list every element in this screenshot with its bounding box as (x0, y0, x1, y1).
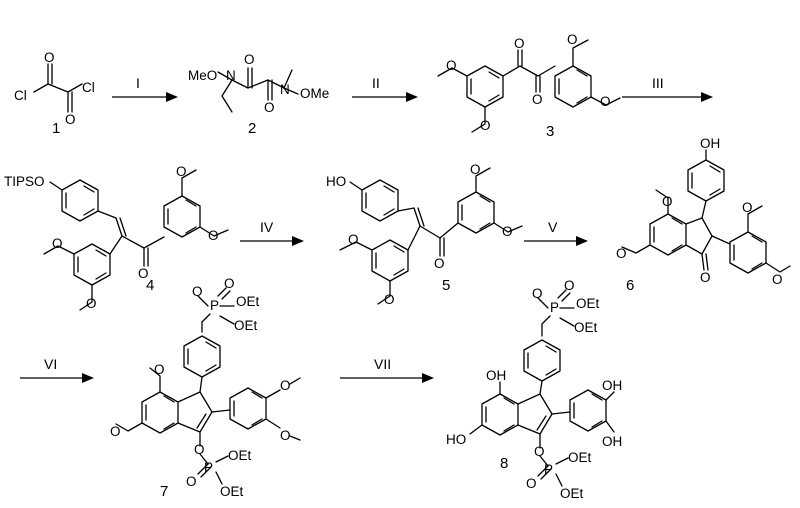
compound-1-label: 1 (52, 120, 60, 137)
atom-o-bottom: O (65, 112, 76, 127)
atom-oh-8b: OH (602, 378, 622, 393)
atom-o-7b: O (194, 442, 205, 457)
atom-o-3e: O (567, 32, 578, 47)
step-label-3: III (652, 75, 664, 91)
atom-o-7d: O (154, 362, 165, 377)
compound-8-structure: O P O OEt OEt O P O OEt OEt OH HO OH OH (446, 278, 622, 501)
reaction-arrow-7-head (422, 373, 434, 383)
atom-oet-7c: OEt (228, 448, 252, 463)
reaction-arrow-3-head (701, 92, 713, 102)
atom-oet-8a: OEt (576, 296, 600, 311)
atom-meo: MeO (188, 68, 217, 83)
atom-o-4b: O (52, 236, 63, 251)
atom-p-8b: P (544, 462, 553, 477)
step-label-7: VII (374, 356, 391, 372)
atom-o-4a: O (138, 266, 149, 281)
atom-o-6a: O (700, 270, 711, 285)
atom-n-right: N (280, 82, 290, 97)
step-label-1: I (136, 75, 140, 91)
compound-4-structure: TIPSO O O O O O (4, 164, 229, 311)
compound-5-structure: HO O O O O O (326, 162, 523, 307)
atom-cl-right: Cl (82, 80, 95, 95)
reaction-arrow-5-head (576, 236, 588, 246)
compound-1-structure: Cl Cl O O (14, 50, 95, 127)
atom-o-3d: O (480, 118, 491, 133)
atom-o-7-ester: O (192, 284, 203, 299)
atom-o-top: O (44, 50, 55, 65)
atom-o-5a: O (434, 256, 445, 271)
atom-oet-8c: OEt (568, 450, 592, 465)
reaction-arrow-1-head (166, 92, 178, 102)
compound-7-label: 7 (160, 483, 168, 500)
compound-6-structure: OH O O O O O (616, 136, 791, 287)
atom-o-5d: O (470, 162, 481, 177)
atom-o-6e: O (772, 272, 783, 287)
atom-oh-8a: OH (486, 368, 506, 383)
atom-oet-7d: OEt (220, 484, 244, 499)
compound-5-label: 5 (442, 277, 450, 294)
atom-o-4e: O (208, 228, 219, 243)
compound-2-structure: MeO N O O N OMe (188, 52, 329, 115)
atom-o-6c: O (616, 246, 627, 261)
step-label-4: IV (260, 219, 274, 235)
compound-3-structure: O O O O O O (437, 32, 621, 133)
atom-p-7b: P (204, 460, 213, 475)
atom-oet-7a: OEt (236, 294, 260, 309)
atom-o-3b: O (532, 92, 543, 107)
atom-o-4d: O (176, 164, 187, 179)
compound-8-label: 8 (500, 455, 508, 472)
atom-o-7a: O (224, 276, 235, 291)
atom-ome: OMe (300, 86, 329, 101)
atom-o-3c: O (446, 58, 457, 73)
atom-o-8-ester: O (532, 286, 543, 301)
atom-cl-left: Cl (14, 88, 27, 103)
atom-oet-8b: OEt (574, 320, 598, 335)
atom-o-4c: O (86, 296, 97, 311)
atom-oh-6: OH (700, 136, 720, 151)
compound-4-label: 4 (146, 277, 154, 294)
reaction-arrow-2-head (406, 92, 418, 102)
step-label-5: V (548, 219, 558, 235)
atom-o-6d: O (742, 200, 753, 215)
atom-p-7a: P (210, 298, 219, 313)
atom-o-7e: O (110, 424, 121, 439)
atom-o-5e: O (502, 224, 513, 239)
atom-o-7f: O (280, 378, 291, 393)
atom-ho-8: HO (446, 432, 466, 447)
reaction-arrow-4-head (292, 236, 304, 246)
atom-ho-5: HO (326, 174, 346, 189)
compound-2-label: 2 (248, 120, 256, 137)
atom-o-6b: O (662, 194, 673, 209)
atom-o-3f: O (600, 94, 611, 109)
atom-oh-8c: OH (602, 434, 622, 449)
atom-o-5b: O (348, 232, 359, 247)
step-label-6: VI (44, 356, 57, 372)
step-label-2: II (372, 75, 380, 91)
atom-o-7g: O (280, 428, 291, 443)
compound-7-structure: O P O OEt OEt O P O OEt OEt O O O O (110, 276, 301, 499)
atom-o-8c: O (526, 476, 537, 491)
atom-o-8b: O (534, 444, 545, 459)
atom-o-3a: O (514, 36, 525, 51)
atom-n-left: N (226, 68, 236, 83)
atom-o-2a: O (244, 52, 255, 67)
atom-oet-8d: OEt (560, 486, 584, 501)
atom-o-7c: O (186, 474, 197, 489)
compound-3-label: 3 (546, 123, 554, 140)
atom-tipso: TIPSO (4, 174, 45, 189)
compound-6-label: 6 (626, 277, 634, 294)
atom-o-2b: O (264, 100, 275, 115)
atom-o-5c: O (384, 292, 395, 307)
atom-oet-7b: OEt (234, 318, 258, 333)
atom-o-8a: O (564, 278, 575, 293)
reaction-arrow-6-head (82, 373, 94, 383)
atom-p-8a: P (550, 300, 559, 315)
